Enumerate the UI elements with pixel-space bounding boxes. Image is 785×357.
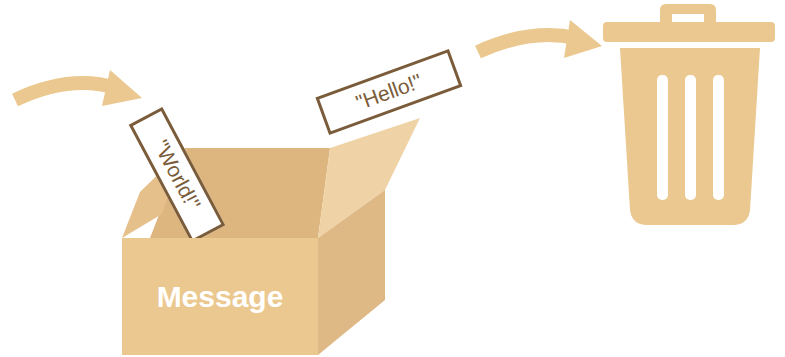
trash-body: [620, 48, 760, 225]
message-slip: "Hello!": [315, 49, 462, 135]
trash-slot: [685, 75, 696, 200]
incoming-arrow: [15, 83, 116, 100]
arrow-head: [564, 20, 602, 58]
trash-handle: [660, 4, 716, 24]
node-text: Message: [157, 280, 284, 314]
trash-slot: [657, 75, 668, 200]
box-front: Message: [122, 238, 318, 355]
outgoing-arrow: [478, 35, 576, 52]
trash-lid: [603, 22, 775, 42]
trash-slot: [713, 75, 724, 200]
box-side: [318, 190, 385, 355]
arrow-head: [102, 70, 142, 106]
node-text: "Hello!": [353, 69, 426, 115]
